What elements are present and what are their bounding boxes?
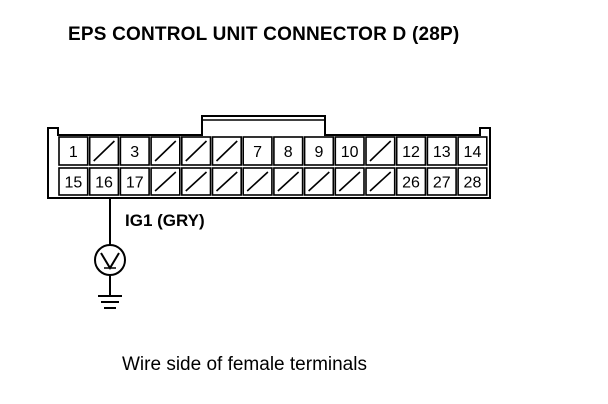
unused-terminal-slash bbox=[185, 171, 208, 192]
terminal-number: 14 bbox=[464, 144, 482, 161]
terminal-number: 26 bbox=[402, 175, 420, 192]
terminal-number: 8 bbox=[284, 144, 293, 161]
unused-terminal-slash bbox=[308, 171, 330, 192]
terminal-cavity bbox=[150, 136, 181, 166]
terminal-cavity bbox=[426, 167, 457, 196]
terminal-number: 16 bbox=[95, 175, 113, 192]
unused-terminal-slash bbox=[154, 140, 177, 162]
terminal-number: 9 bbox=[314, 144, 323, 161]
terminal-cavity bbox=[457, 167, 488, 196]
unused-terminal-slash bbox=[215, 171, 238, 192]
terminal-cavity bbox=[273, 136, 304, 166]
unused-terminal-slash bbox=[369, 140, 392, 162]
unused-terminal-slash bbox=[277, 171, 300, 192]
terminal-cavity bbox=[303, 136, 335, 166]
terminal-cavity bbox=[119, 167, 150, 196]
terminal-cavity bbox=[395, 136, 427, 166]
unused-terminal-slash bbox=[154, 171, 177, 192]
terminal-cavity bbox=[119, 136, 150, 166]
connector-housing bbox=[47, 115, 491, 199]
terminal-cavity bbox=[334, 136, 365, 166]
terminal-cavity bbox=[457, 136, 488, 166]
terminal-cavity bbox=[58, 136, 89, 166]
terminal-cavity bbox=[426, 136, 457, 166]
diagram-title: EPS CONTROL UNIT CONNECTOR D (28P) bbox=[68, 24, 460, 45]
terminal-number: 7 bbox=[253, 144, 262, 161]
terminal-number: 15 bbox=[64, 175, 82, 192]
terminal-number: 27 bbox=[433, 175, 451, 192]
terminal-cavity bbox=[242, 136, 273, 166]
terminal-number: 12 bbox=[402, 144, 420, 161]
terminal-number: 3 bbox=[130, 144, 139, 161]
circuit-wire-label: IG1 (GRY) bbox=[125, 211, 205, 230]
unused-terminal-slash bbox=[369, 171, 392, 192]
voltmeter-icon bbox=[94, 244, 126, 276]
terminal-number: 10 bbox=[341, 144, 359, 161]
terminal-number: 28 bbox=[464, 175, 482, 192]
unused-terminal-slash bbox=[246, 171, 269, 192]
unused-terminal-slash bbox=[185, 140, 208, 162]
terminal-cavity bbox=[395, 167, 427, 196]
unused-terminal-slash bbox=[93, 140, 115, 162]
terminal-number: 17 bbox=[126, 175, 144, 192]
terminal-cavity bbox=[88, 167, 120, 196]
unused-terminal-slash bbox=[215, 140, 238, 162]
terminal-number: 1 bbox=[69, 144, 78, 161]
terminal-number: 13 bbox=[433, 144, 451, 161]
terminal-cavity bbox=[58, 167, 89, 196]
unused-terminal-slash bbox=[338, 171, 361, 192]
ground-icon bbox=[98, 295, 122, 309]
diagram-caption: Wire side of female terminals bbox=[122, 354, 367, 375]
